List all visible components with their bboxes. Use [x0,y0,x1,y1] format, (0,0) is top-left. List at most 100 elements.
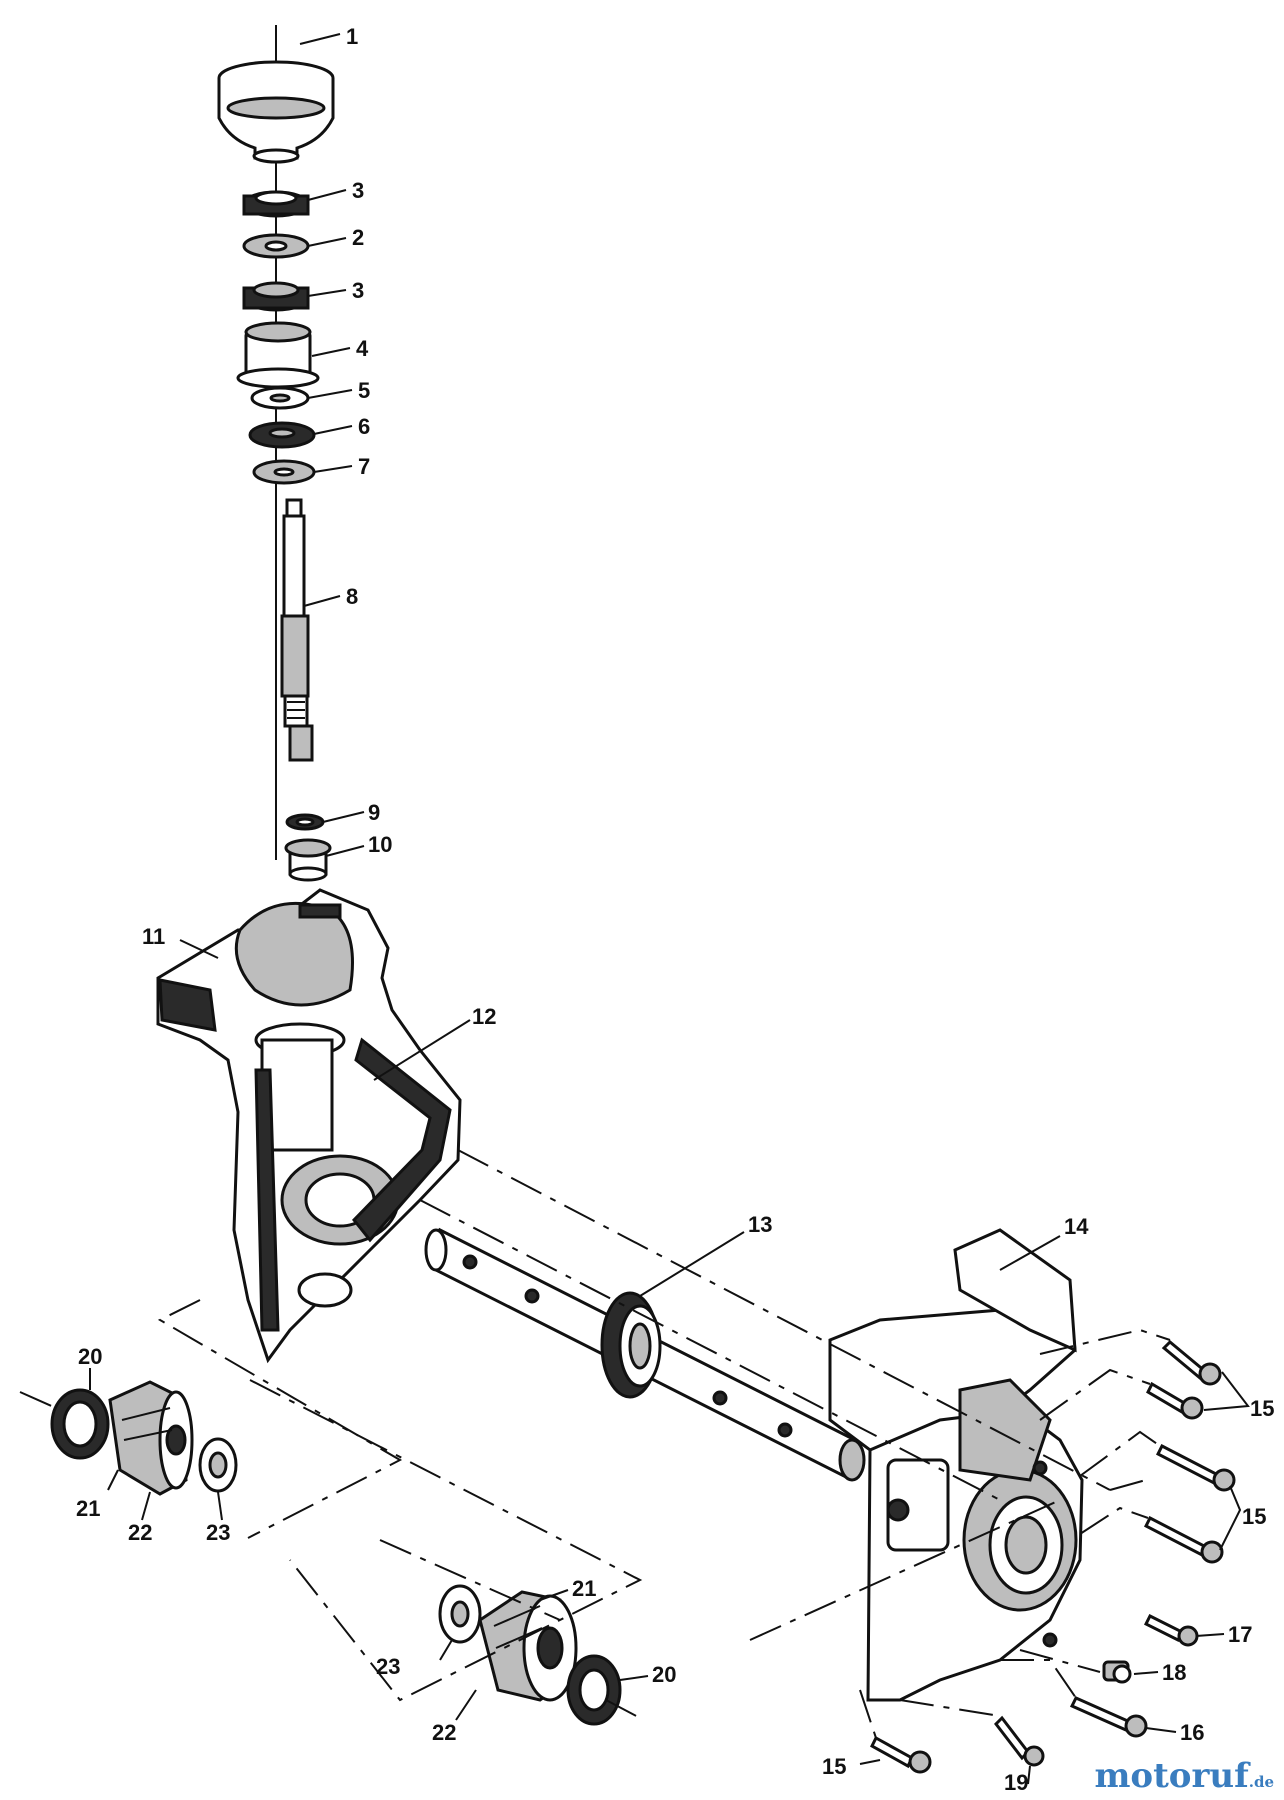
assembly-line-nut [1019,1649,1101,1673]
leader-10 [325,845,365,857]
leader-15-mid [1219,1485,1242,1551]
part-14-right-housing [828,1228,1084,1702]
assembly-line-bolt-b [1039,1368,1151,1421]
part-21-22-drum-lower [478,1590,578,1702]
callout-5: 5 [358,378,370,403]
part-3-bearing-upper [242,190,310,218]
assembly-line-bolt-16 [1000,1659,1077,1699]
leader-8 [303,595,341,607]
callout-22-left: 22 [128,1520,152,1545]
leader-16 [1145,1727,1177,1733]
leader-18 [1133,1671,1159,1675]
callout-17: 17 [1228,1622,1252,1647]
assembly-line-lower-end [605,1699,641,1719]
callout-9: 9 [368,800,380,825]
leader-15-bottom [859,1759,881,1765]
assembly-line-right-end [1109,1479,1147,1491]
part-5-washer [250,386,310,410]
leader-15-top [1203,1371,1250,1411]
callout-18: 18 [1162,1660,1186,1685]
callout-15-bottom: 15 [822,1754,846,1779]
part-21-22-drum-left [108,1380,194,1496]
leader-21-left [107,1469,119,1491]
part-20-seal-left [50,1388,110,1460]
assembly-line-mid [249,1379,643,1702]
assembly-line-bolt-d [1079,1506,1149,1535]
part-23-washer-left [198,1437,238,1493]
callout-4: 4 [356,336,369,361]
callout-20-lower: 20 [652,1662,676,1687]
assembly-line-bolt-15e [859,1689,877,1739]
callout-7: 7 [358,454,370,479]
leader-22-left [141,1491,151,1521]
callout-1: 1 [346,24,358,49]
assembly-line-bolt-a [1039,1328,1171,1355]
callout-6: 6 [358,414,370,439]
part-6-bearing [248,421,316,449]
part-11-left-housing [156,888,462,1364]
part-4-bushing [236,321,320,389]
leader-11 [179,939,219,959]
part-1-cup-housing [217,60,335,164]
bolt-17 [1143,1613,1199,1647]
assembly-line-bolt-19 [899,1699,1001,1717]
callout-15-top: 15 [1250,1396,1274,1421]
watermark-name: motoruf [1094,1756,1249,1796]
part-8-shaft [280,498,314,762]
callout-15-mid: 15 [1242,1504,1266,1529]
nut-18 [1102,1660,1132,1684]
bolt-16 [1069,1696,1148,1738]
callout-19: 19 [1004,1770,1028,1795]
callout-3-upper: 3 [352,178,364,203]
leader-3a [307,189,347,201]
callout-2: 2 [352,225,364,250]
leader-20-lower [619,1675,649,1681]
part-10-bushing [284,838,332,882]
leader-4 [311,347,351,357]
callout-23-left: 23 [206,1520,230,1545]
callout-21-left: 21 [76,1496,100,1521]
assembly-line-left-end [19,1391,57,1409]
assembly-line-b [419,1199,1001,1501]
leader-7 [313,465,353,473]
part-13-axle [424,1227,866,1482]
assembly-line-lower [379,1539,561,1621]
part-2-washer [242,233,310,259]
bolt-15-b [1146,1381,1204,1420]
callout-13: 13 [748,1212,772,1237]
watermark-tld: .de [1248,1773,1274,1791]
callout-8: 8 [346,584,358,609]
bolt-19 [994,1715,1045,1767]
leader-1 [299,33,341,45]
part-3-bearing-lower [242,281,310,312]
callout-10: 10 [368,832,392,857]
watermark-logo: motoruf.de [1094,1756,1274,1796]
leader-2 [307,237,347,247]
callout-12: 12 [472,1004,496,1029]
part-23-washer-lower [438,1584,482,1644]
callout-11: 11 [142,924,165,949]
leader-14 [999,1235,1061,1271]
part-20-seal-lower [566,1654,622,1726]
leader-22-lower [455,1689,477,1721]
leader-6 [313,425,353,435]
leader-23-lower [439,1639,453,1661]
callout-16: 16 [1180,1720,1204,1745]
assembly-line-a [457,1149,1111,1491]
bolt-15-c [1155,1443,1236,1492]
callout-14: 14 [1064,1214,1089,1239]
leader-17 [1195,1633,1225,1637]
leader-21-lower [539,1589,569,1601]
part-7-washer [252,459,316,485]
callout-22-lower: 22 [432,1720,456,1745]
leader-5 [307,389,353,399]
leader-3b [307,289,347,297]
leader-12 [373,1019,471,1081]
callout-3-lower: 3 [352,278,364,303]
assembly-line-bolt-c [1079,1430,1161,1477]
bolt-15-e [870,1735,932,1774]
bolt-15-a [1161,1339,1222,1386]
leader-13 [639,1231,745,1297]
assembly-line-left [157,1299,403,1539]
